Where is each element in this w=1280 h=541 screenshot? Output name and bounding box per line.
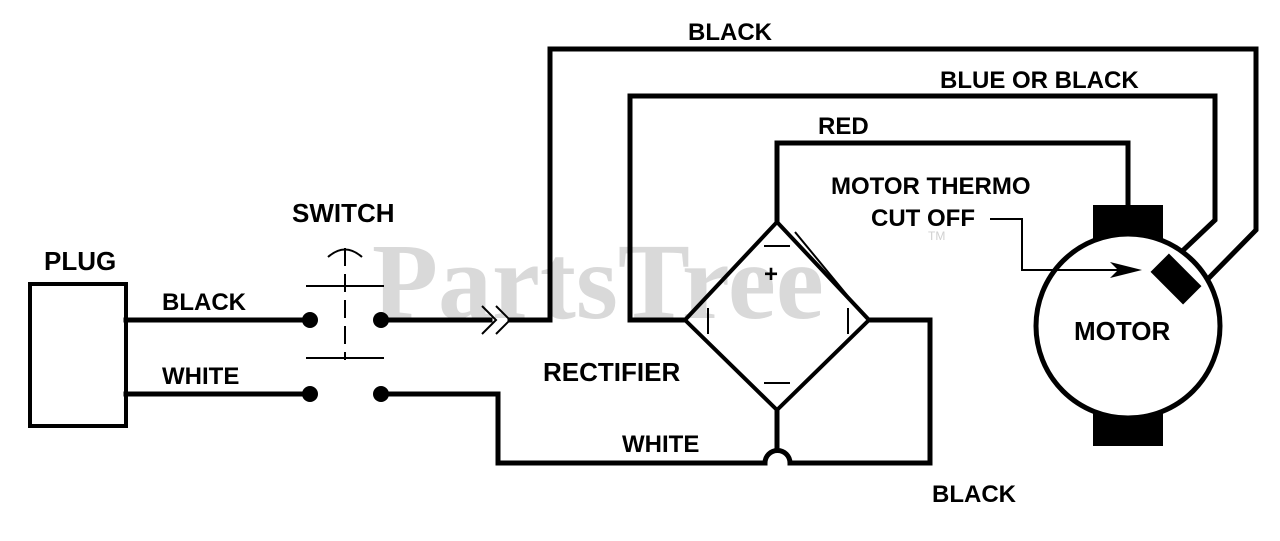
label-black-bottom: BLACK: [932, 481, 1017, 508]
rectifier-diagonal: [794, 231, 870, 321]
label-plug-white: WHITE: [162, 363, 239, 390]
switch-contact-4: [373, 386, 389, 402]
watermark: PartsTree: [372, 223, 824, 342]
rectifier-label: RECTIFIER: [543, 357, 680, 387]
watermark-tm: TM: [928, 229, 945, 243]
rectifier-plus: +: [764, 261, 778, 288]
wire-white: [385, 391, 768, 466]
label-blue-or-black: BLUE OR BLACK: [940, 67, 1139, 94]
thermo-cutoff-icon: [1150, 253, 1202, 305]
wire-blue-or-black: [627, 93, 1218, 323]
thermo-pointer: [990, 218, 1120, 271]
thermo-label-line2: CUT OFF: [871, 205, 975, 232]
wire-black-top: [547, 46, 1259, 323]
motor-label: MOTOR: [1074, 316, 1171, 346]
switch-label: SWITCH: [292, 198, 395, 228]
thermo-arrow-icon: [1110, 262, 1142, 278]
wire-crossover-hop: [762, 448, 793, 466]
switch-contact-2: [373, 312, 389, 328]
plug-label: PLUG: [44, 246, 116, 276]
label-red: RED: [818, 113, 869, 140]
label-white-bottom: WHITE: [622, 431, 699, 458]
switch-contact-3: [302, 386, 318, 402]
label-plug-black: BLACK: [162, 289, 247, 316]
switch-contact-1: [302, 312, 318, 328]
thermo-label-line1: MOTOR THERMO: [831, 173, 1031, 200]
plug-box: [28, 282, 128, 428]
label-black-top: BLACK: [688, 19, 773, 46]
wire-red: [774, 140, 1131, 225]
wire-rectifier-right: [787, 317, 933, 466]
